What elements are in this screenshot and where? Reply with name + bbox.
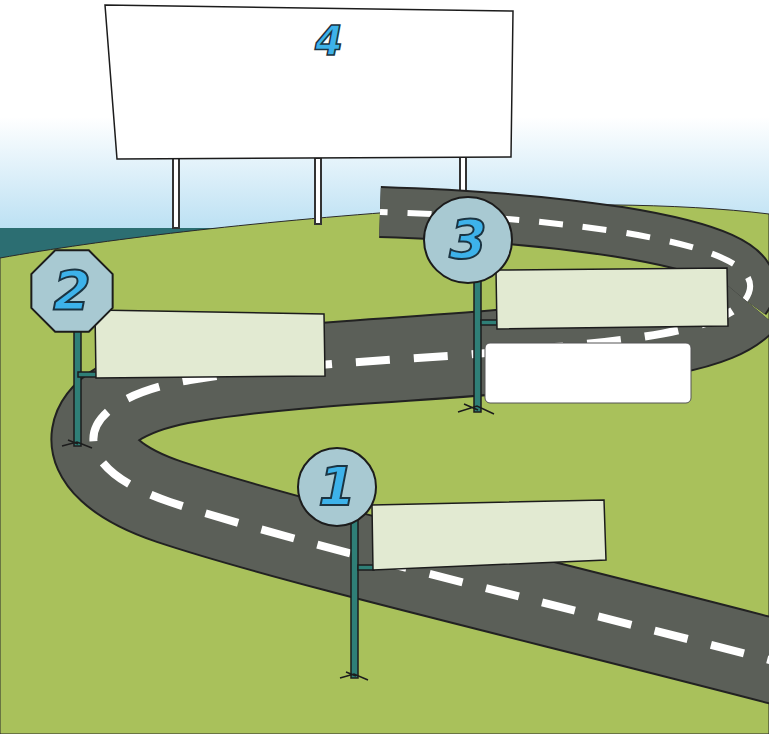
road-sign: 1 [296, 446, 378, 528]
road-sign: 3 [422, 195, 514, 285]
callout-number: 4 [315, 21, 343, 61]
sign-circle [298, 448, 376, 526]
billboard-outline [103, 3, 515, 161]
blank-sign-boards [95, 268, 728, 570]
road-outline [93, 300, 769, 668]
sign-circle [424, 197, 512, 283]
callout-number: 1 [318, 460, 356, 514]
blank-box [485, 343, 691, 403]
callout-number: 2 [53, 264, 91, 318]
road-dashes [93, 300, 769, 668]
sign-posts [74, 278, 497, 678]
road-sign: 2 [26, 245, 118, 337]
callout-number: 3 [449, 213, 487, 267]
billboard: 4 [103, 3, 515, 161]
sign-octagon [31, 250, 112, 331]
billboard-panel [105, 5, 513, 159]
road [93, 300, 769, 668]
